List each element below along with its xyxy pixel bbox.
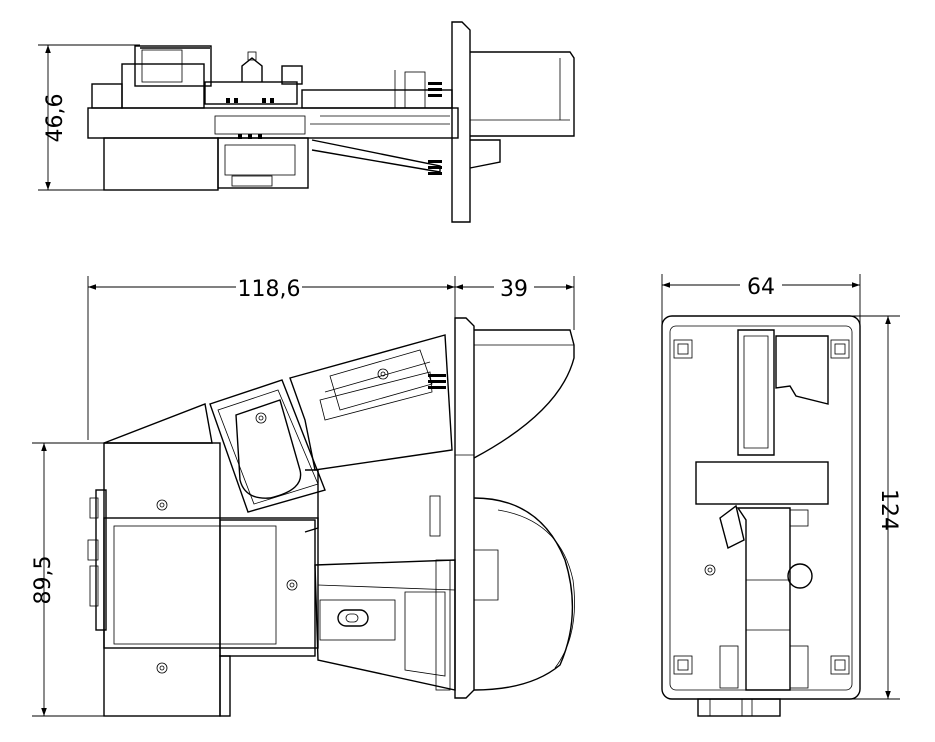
label-main-height: 89,5 <box>31 556 56 605</box>
top-side-view: 46,6 <box>38 21 575 223</box>
dim-width: 64 <box>661 274 861 330</box>
dim-side-height: 46,6 <box>38 44 140 191</box>
label-width: 64 <box>747 275 775 300</box>
dim-total-height: 124 <box>850 315 901 700</box>
label-side-height: 46,6 <box>43 94 68 143</box>
bezel-view: 64 124 <box>661 274 901 717</box>
dim-front-depth: 39 <box>455 276 575 330</box>
label-total-height: 124 <box>876 489 901 531</box>
label-front-depth: 39 <box>500 277 528 302</box>
dim-main-height: 89,5 <box>31 442 104 717</box>
front-view: 118,6 39 89,5 <box>31 276 575 717</box>
label-overall-length: 118,6 <box>238 277 301 302</box>
dim-overall-length: 118,6 <box>87 276 456 440</box>
